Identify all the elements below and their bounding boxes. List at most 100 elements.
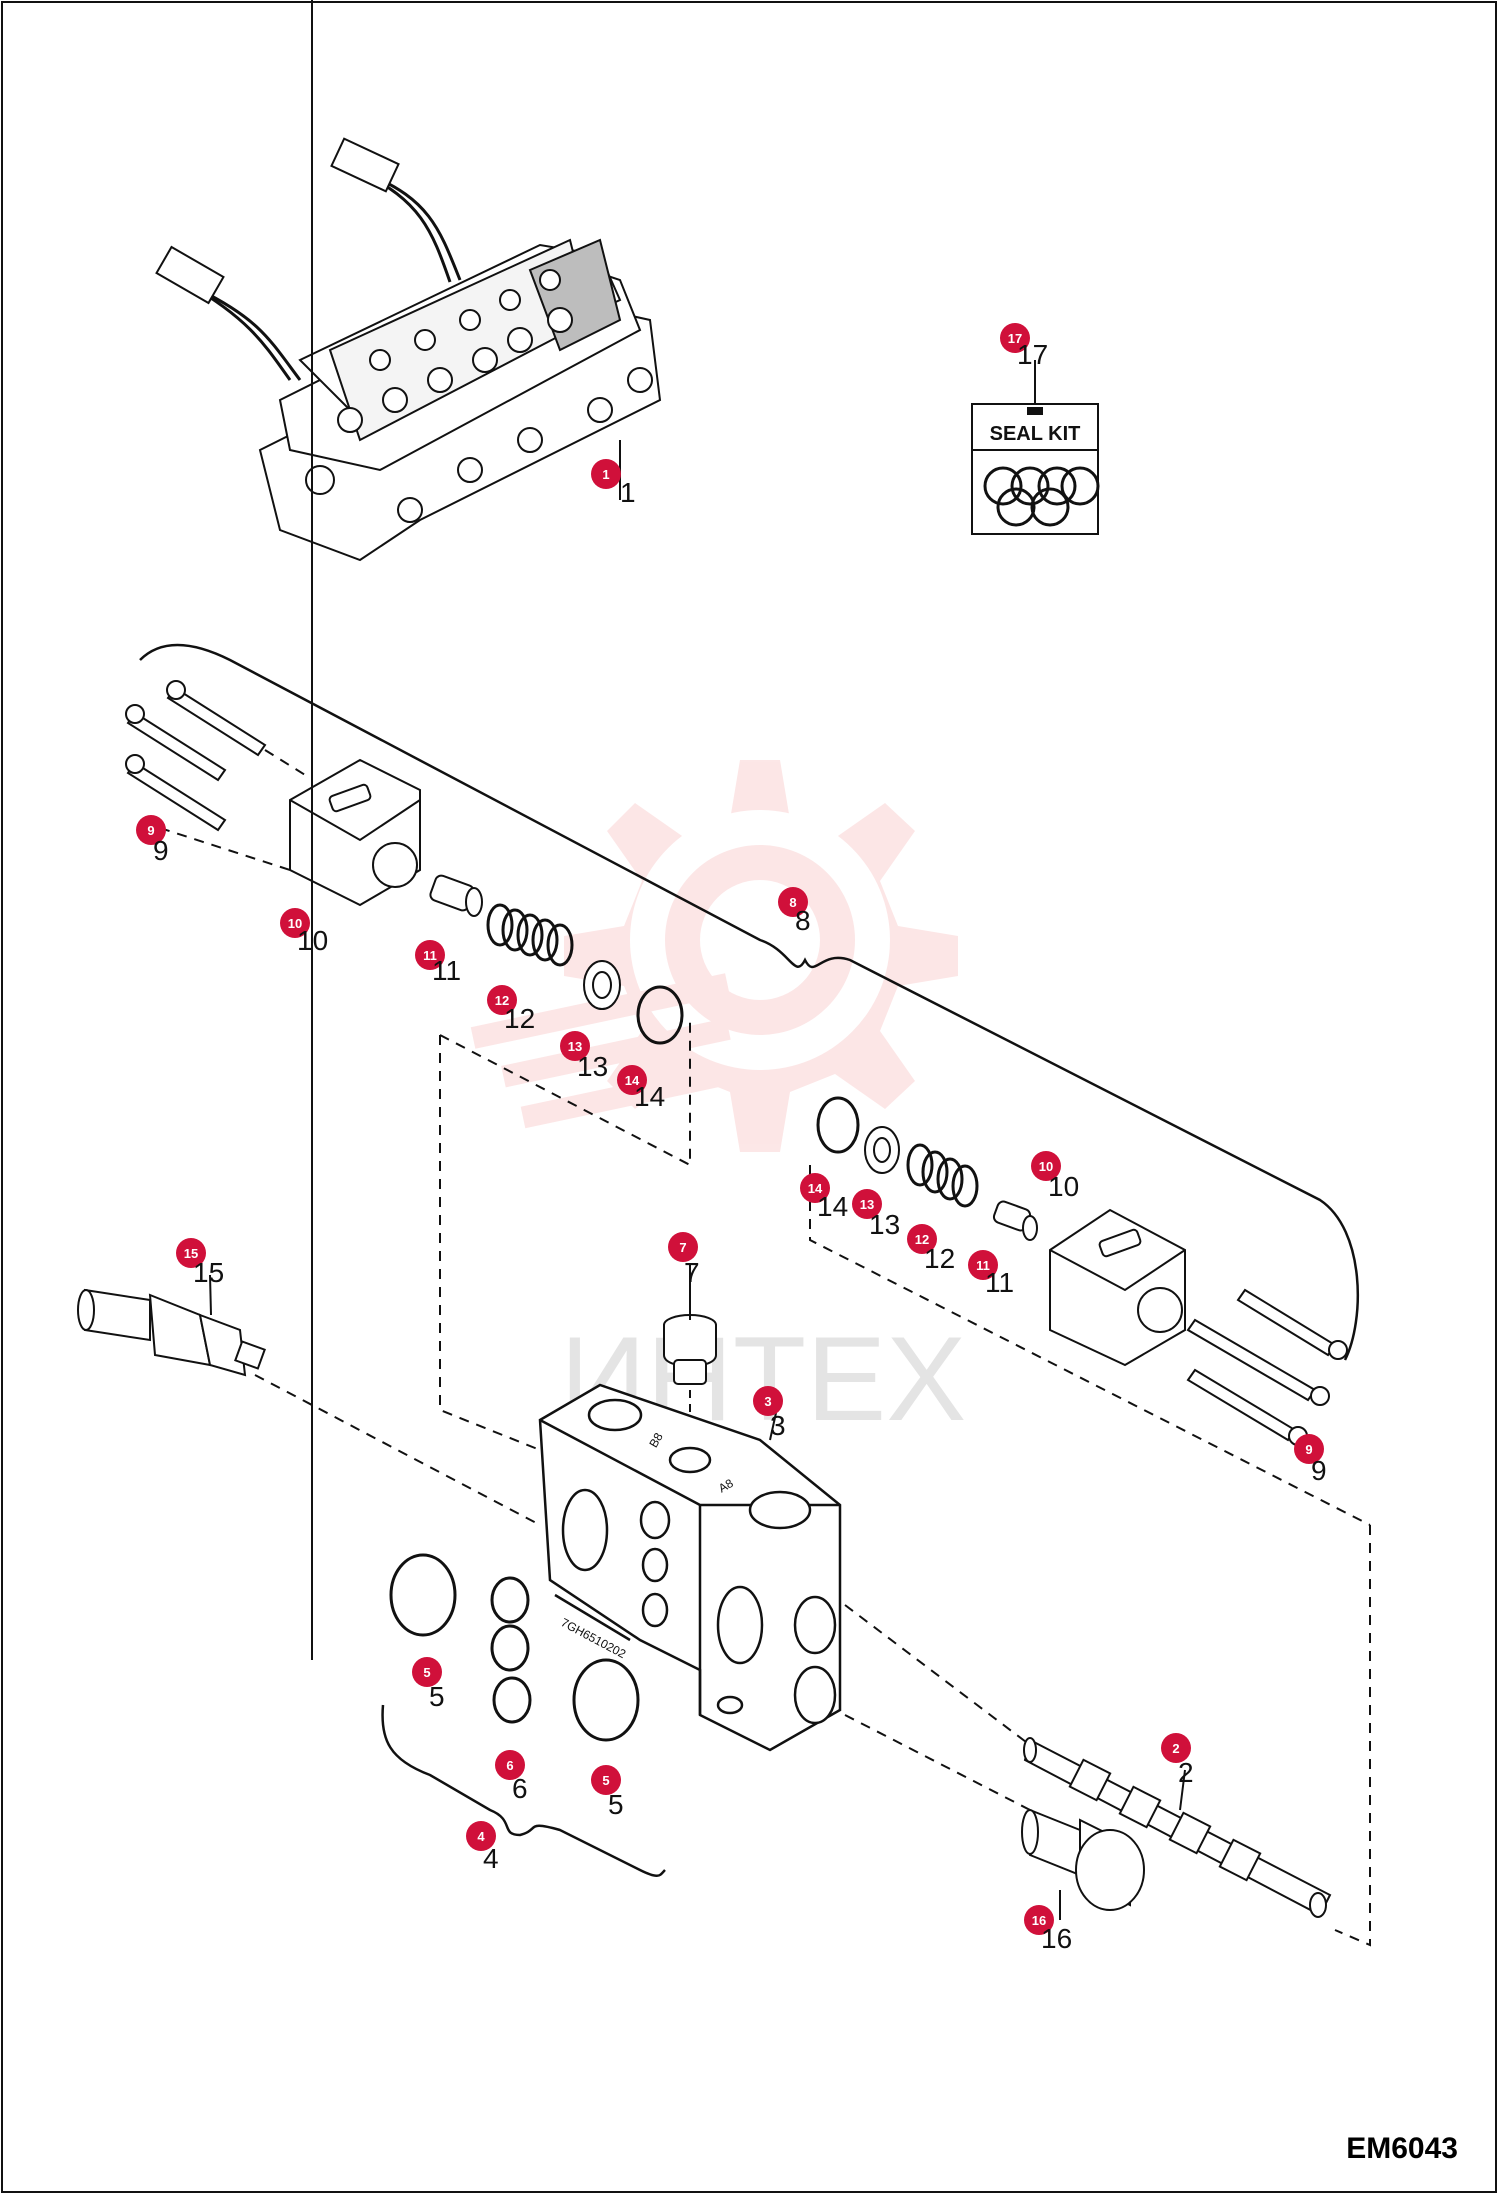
sheet-code: EM6043 — [1346, 2132, 1458, 2165]
svg-text:12: 12 — [495, 993, 509, 1008]
svg-text:17: 17 — [1017, 339, 1048, 370]
o-ring-5-left — [389, 1553, 457, 1637]
svg-text:16: 16 — [1041, 1923, 1072, 1954]
plug-7 — [663, 1314, 717, 1385]
svg-text:5: 5 — [608, 1789, 624, 1820]
spring-12-left — [486, 903, 574, 967]
svg-text:12: 12 — [915, 1232, 929, 1247]
svg-text:12: 12 — [504, 1003, 535, 1034]
callout-5-left: 55 — [412, 1657, 445, 1712]
svg-text:5: 5 — [423, 1665, 430, 1680]
svg-text:17: 17 — [1008, 331, 1022, 346]
svg-text:14: 14 — [634, 1081, 665, 1112]
end-cap-10-left — [289, 758, 421, 907]
callout-9-right: 99 — [1294, 1434, 1327, 1486]
o-ring-6-a — [490, 1576, 530, 1624]
svg-text:9: 9 — [153, 835, 169, 866]
seal-kit-box: SEAL KIT — [971, 390, 1100, 535]
svg-text:11: 11 — [985, 1267, 1014, 1298]
washer-13-left — [583, 960, 621, 1010]
svg-text:7: 7 — [679, 1240, 686, 1255]
callout-5-right: 55 — [591, 1765, 624, 1820]
svg-text:12: 12 — [924, 1243, 955, 1274]
seal-kit-label: SEAL KIT — [990, 423, 1081, 445]
svg-text:11: 11 — [976, 1258, 990, 1273]
svg-text:2: 2 — [1172, 1741, 1179, 1756]
svg-text:10: 10 — [288, 916, 302, 931]
o-ring-6-b — [490, 1624, 530, 1672]
callout-2: 22 — [1161, 1733, 1194, 1788]
svg-text:9: 9 — [147, 823, 154, 838]
o-ring-6-c — [492, 1676, 532, 1724]
svg-text:3: 3 — [770, 1410, 786, 1441]
poppet-11-right — [992, 1200, 1038, 1241]
callout-3: 33 — [753, 1386, 786, 1441]
svg-text:15: 15 — [193, 1257, 224, 1288]
svg-text:10: 10 — [1039, 1159, 1053, 1174]
svg-text:13: 13 — [568, 1039, 582, 1054]
washer-13-right — [864, 1126, 900, 1174]
callout-9-left: 99 — [136, 815, 169, 866]
svg-text:16: 16 — [1032, 1913, 1046, 1928]
svg-text:10: 10 — [1048, 1171, 1079, 1202]
svg-text:9: 9 — [1311, 1455, 1327, 1486]
bolts-9-left — [125, 680, 267, 832]
o-ring-14-left — [636, 985, 684, 1045]
svg-text:11: 11 — [423, 948, 437, 963]
svg-text:14: 14 — [817, 1191, 848, 1222]
svg-text:4: 4 — [483, 1843, 499, 1874]
relief-valve-15 — [77, 1288, 266, 1377]
bolts-9-right — [1186, 1288, 1348, 1446]
svg-text:8: 8 — [789, 895, 796, 910]
svg-text:5: 5 — [429, 1681, 445, 1712]
svg-text:6: 6 — [512, 1773, 528, 1804]
svg-text:9: 9 — [1305, 1442, 1312, 1457]
callout-8: 88 — [778, 887, 811, 936]
spool-cap-16 — [1021, 1808, 1145, 1911]
svg-text:3: 3 — [764, 1394, 771, 1409]
bracket-4 — [381, 1704, 666, 1877]
o-ring-5-right — [572, 1658, 640, 1742]
svg-text:2: 2 — [1178, 1757, 1194, 1788]
poppet-11-left — [429, 874, 483, 917]
svg-text:14: 14 — [625, 1073, 640, 1088]
svg-text:11: 11 — [432, 955, 461, 986]
svg-text:1: 1 — [602, 467, 609, 482]
svg-text:13: 13 — [869, 1209, 900, 1240]
svg-text:15: 15 — [184, 1246, 198, 1261]
bracket-8 — [139, 643, 1359, 1361]
svg-text:1: 1 — [620, 477, 636, 508]
svg-text:4: 4 — [477, 1829, 485, 1844]
svg-text:5: 5 — [602, 1773, 609, 1788]
svg-text:10: 10 — [297, 925, 328, 956]
svg-text:7: 7 — [684, 1257, 700, 1288]
svg-text:8: 8 — [795, 905, 811, 936]
spool-2 — [1023, 1737, 1332, 1918]
callout-6: 66 — [495, 1750, 528, 1804]
o-ring-14-right — [816, 1096, 860, 1154]
valve-assembly-drawing — [155, 137, 662, 562]
housing-mark-a8: A8 — [716, 1476, 736, 1496]
svg-text:13: 13 — [577, 1051, 608, 1082]
spring-12-right — [906, 1143, 979, 1208]
valve-housing-3 — [538, 1383, 842, 1752]
watermark-gear-icon — [470, 760, 958, 1152]
callout-4: 44 — [466, 1821, 499, 1874]
housing-mark-b8: B8 — [646, 1430, 666, 1450]
callout-1: 11 — [591, 459, 636, 508]
